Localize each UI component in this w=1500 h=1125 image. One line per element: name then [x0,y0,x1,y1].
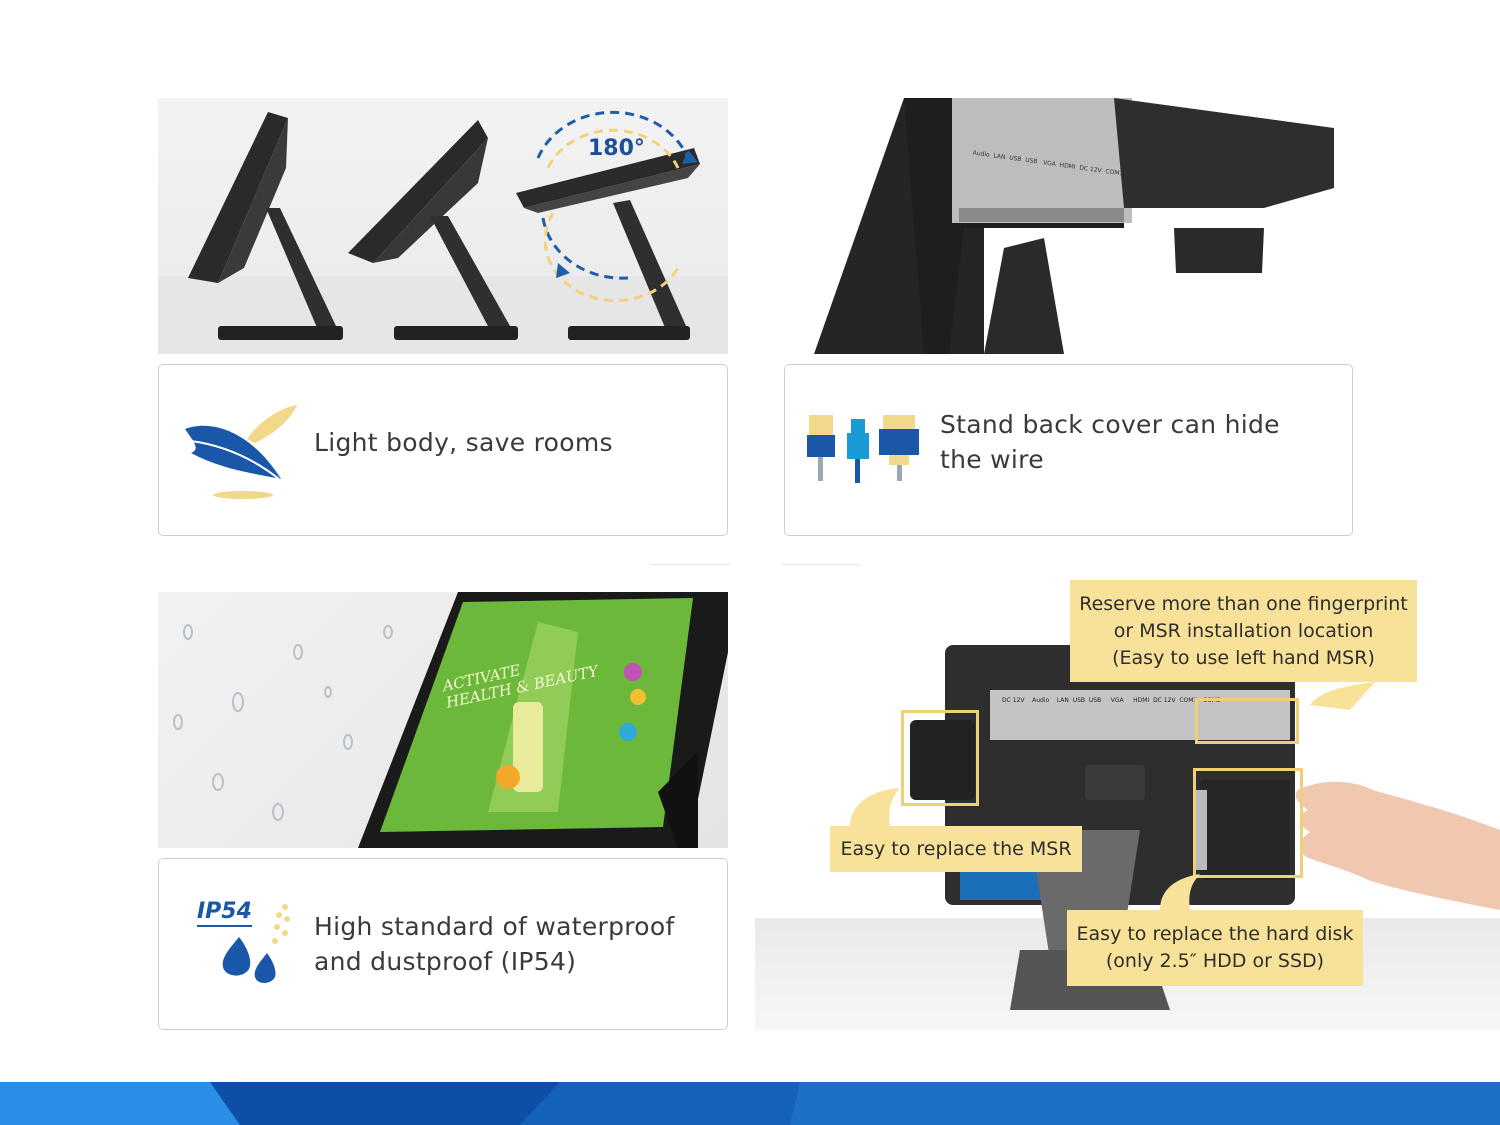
feature-text: Stand back cover can hide the wire [940,410,1280,474]
photo-waterproof: ACTIVATE HEALTH & BEAUTY [158,592,728,848]
callout-line: (Easy to use left hand MSR) [1112,647,1375,669]
highlight-fingerprint [1195,698,1299,744]
divider [650,564,730,565]
port-label: LAN [1056,697,1069,704]
port-label: LAN [992,152,1006,161]
port-label: DC 12V [1002,697,1025,704]
callout-line: Easy to replace the hard disk [1076,923,1354,945]
cable-connectors-icon [807,415,919,483]
rotation-illustration [158,110,728,354]
port-label: HDMI [1133,697,1150,704]
water-drops-icon [222,904,290,983]
highlight-msr [901,710,979,806]
waterproof-illustration [173,592,728,848]
ip-badge: IP54 [197,899,252,927]
monitor-flat [516,148,700,340]
port-label: VGA [1110,697,1124,704]
rotation-label: 180° [588,136,645,161]
callout-line: or MSR installation location [1113,620,1374,642]
port-label: COM1 [1179,697,1198,704]
footer-band [0,1082,1500,1125]
hand-illustration [1295,781,1500,910]
photo-back-cover: Audio LAN USB USB VGA HDMI DC 12V COM1 [784,98,1353,354]
feature-text: High standard of waterproof and dustproo… [314,912,675,976]
divider [782,564,860,565]
back-cover-illustration [814,98,1334,354]
port-label: Audio [1032,697,1050,704]
feature-card-stand-cover: Stand back cover can hide the wire [784,364,1353,536]
port-label: USB [1072,697,1086,704]
callout-line: (only 2.5″ HDD or SSD) [1105,950,1325,972]
port-label: DC 12V [1153,697,1176,704]
callout-fingerprint: Reserve more than one fingerprint or MSR… [1070,580,1417,682]
feather-icon [185,405,297,499]
callout-pointers [850,682,1375,910]
feature-card-light-body: Light body, save rooms [158,364,728,536]
port-label: USB [1008,154,1022,164]
callout-msr: Easy to replace the MSR [830,826,1082,872]
feature-text: Light body, save rooms [314,428,613,457]
callout-line: Reserve more than one fingerprint [1079,593,1408,615]
highlight-hdd [1193,768,1303,878]
port-label: USB [1088,697,1102,704]
photo-stand-rotation: 180° [158,98,728,354]
callout-hdd: Easy to replace the hard disk (only 2.5″… [1067,910,1363,986]
monitor-tilted [188,112,343,340]
feature-card-waterproof: IP54 High standard of waterproof and dus… [158,858,728,1030]
port-label: USB [1024,156,1038,166]
monitor-upright [348,120,518,340]
